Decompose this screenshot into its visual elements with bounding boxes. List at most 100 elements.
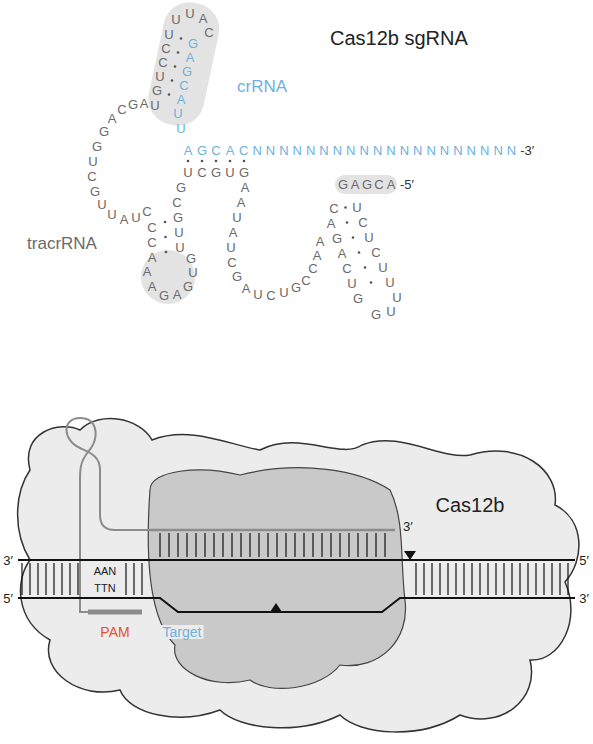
pair-dot: [164, 221, 167, 224]
nucleotide: A: [387, 178, 396, 191]
label: Cas12b sgRNA: [330, 28, 468, 48]
pair-dot: [364, 266, 367, 269]
nucleotide: A: [120, 213, 129, 226]
nucleotide: U: [253, 288, 262, 301]
pair-dot: [346, 221, 349, 224]
label: CNNNNNNNNNNNNNNNNNNNN: [239, 144, 520, 157]
pair-dot: [243, 160, 246, 163]
target-strand: [18, 559, 575, 561]
nucleotide: G: [152, 84, 162, 97]
nucleotide: C: [227, 256, 236, 269]
label: 3′: [403, 520, 413, 533]
pair-dot: [187, 160, 190, 163]
pair-dot: [177, 51, 180, 54]
hairpin-shade: [144, 0, 225, 130]
nucleotide: C: [179, 79, 188, 92]
label: -5′: [400, 178, 414, 191]
nucleotide: G: [176, 181, 186, 194]
nucleotide: U: [155, 70, 164, 83]
nucleotide: U: [173, 107, 182, 120]
nucleotide: G: [92, 140, 102, 153]
label: TTN: [94, 583, 115, 594]
nucleotide: G: [332, 232, 342, 245]
nucleotide: A: [143, 265, 152, 278]
nucleotide: C: [308, 262, 317, 275]
nucleotide: U: [164, 28, 173, 41]
nucleotide: A: [140, 97, 149, 110]
nucleotide: U: [150, 99, 159, 112]
nucleotide: A: [338, 247, 347, 260]
pair-dot: [201, 160, 204, 163]
base-pairs: [22, 533, 568, 595]
nucleotide: G: [99, 125, 109, 138]
pair-dot: [168, 93, 171, 96]
label: 5′: [3, 592, 13, 605]
label: 3′: [3, 554, 13, 567]
nucleotide: A: [148, 280, 157, 293]
nucleotide: A: [148, 251, 157, 264]
nucleotide: C: [197, 166, 206, 179]
nucleotide: A: [173, 288, 182, 301]
pair-dot: [370, 281, 373, 284]
nucleotide: U: [279, 286, 288, 299]
nucleotide: C: [117, 103, 126, 116]
nucleotide: C: [374, 178, 383, 191]
nucleotide: U: [392, 291, 401, 304]
nucleotide: G: [159, 289, 169, 302]
label: 5′: [579, 554, 589, 567]
nucleotide: A: [316, 235, 325, 248]
nucleotide: A: [313, 249, 322, 262]
nucleotide: A: [351, 178, 360, 191]
nucleotide: A: [177, 93, 186, 106]
label: crRNA: [237, 78, 287, 95]
nucleotide: U: [183, 166, 192, 179]
nucleotide: A: [229, 226, 238, 239]
nucleotide: C: [147, 236, 156, 249]
label: 3′: [579, 592, 589, 605]
nucleotide: A: [327, 217, 336, 230]
protein-outline: [18, 419, 579, 732]
pair-dot: [165, 251, 168, 254]
nucleotide: A: [226, 144, 235, 157]
nucleotide: A: [237, 196, 246, 209]
nucleotide: U: [386, 305, 395, 318]
nucleotide: C: [371, 246, 380, 259]
nucleotide: G: [173, 211, 183, 224]
nucleotide: A: [108, 112, 117, 125]
nucleotide: U: [175, 241, 184, 254]
nucleotide: G: [211, 166, 221, 179]
nucleotide: C: [342, 262, 351, 275]
pair-dot: [229, 160, 232, 163]
nucleotide: G: [239, 166, 249, 179]
nucleotide: U: [185, 7, 194, 20]
nuclease-domain: [148, 468, 405, 689]
nucleotide: G: [197, 144, 207, 157]
sgrna-scaffold: [67, 418, 151, 612]
nucleotide: G: [128, 98, 138, 111]
nucleotide: C: [211, 144, 220, 157]
nucleotide: A: [184, 144, 193, 157]
nucleotide: C: [358, 216, 367, 229]
nucleotide: U: [364, 231, 373, 244]
nucleotide: G: [353, 292, 363, 305]
nucleotide: G: [371, 308, 381, 321]
nucleotide: U: [176, 122, 185, 135]
nucleotide: C: [301, 274, 310, 287]
pair-dot: [180, 37, 183, 40]
pair-dot: [344, 206, 347, 209]
nucleotide: U: [385, 276, 394, 289]
nucleotide: G: [291, 281, 301, 294]
guide-strand: [150, 529, 395, 532]
label: tracrRNA: [27, 235, 97, 252]
cleavage-mark: [404, 551, 416, 560]
pair-dot: [358, 251, 361, 254]
nucleotide: G: [186, 252, 196, 265]
nucleotide: U: [232, 211, 241, 224]
nucleotide: U: [97, 198, 106, 211]
nucleotide: C: [87, 170, 96, 183]
pam-bar: [88, 610, 142, 615]
nucleotide: U: [226, 241, 235, 254]
